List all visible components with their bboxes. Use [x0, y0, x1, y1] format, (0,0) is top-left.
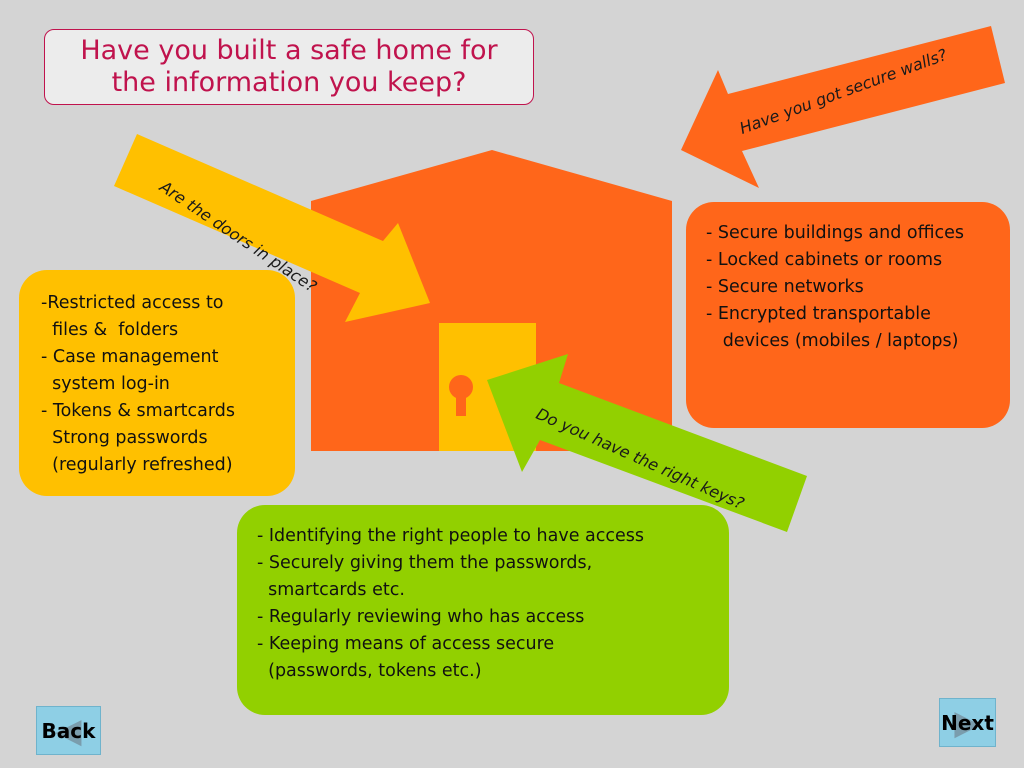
physical-security-panel: - Secure buildings and offices - Locked … [686, 202, 1010, 428]
walls-arrow [681, 26, 1005, 188]
panel-line: (passwords, tokens etc.) [257, 661, 482, 681]
panel-line: - Identifying the right people to have a… [257, 526, 645, 546]
panel-line: smartcards etc. [257, 580, 405, 600]
back-button[interactable]: ◀ Back [36, 706, 101, 755]
next-arrow-icon: ▶ [954, 702, 981, 743]
title-line-2: the information you keep? [111, 67, 467, 98]
panel-line: Strong passwords [41, 428, 208, 448]
key-management-panel: - Identifying the right people to have a… [237, 505, 729, 715]
panel-line: - Locked cabinets or rooms [706, 250, 943, 270]
title-box: Have you built a safe home for the infor… [44, 29, 534, 105]
title-line-1: Have you built a safe home for [80, 35, 498, 66]
panel-line: files & folders [41, 320, 179, 340]
keyhole-icon [449, 375, 473, 416]
panel-line: - Keeping means of access secure [257, 634, 555, 654]
access-controls-panel: -Restricted access to files & folders - … [19, 270, 295, 496]
panel-line: - Encrypted transportable [706, 304, 931, 324]
panel-line: - Secure networks [706, 277, 864, 297]
keys-arrow [487, 354, 807, 532]
back-arrow-icon: ◀ [55, 710, 82, 751]
panel-line: - Case management [41, 347, 219, 367]
next-button-label: Next [941, 710, 994, 735]
house-roof [311, 150, 672, 201]
panel-line: system log-in [41, 374, 170, 394]
panel-line: -Restricted access to [41, 293, 224, 313]
panel-line: - Tokens & smartcards [41, 401, 235, 421]
back-button-label: Back [41, 718, 96, 743]
panel-line: - Securely giving them the passwords, [257, 553, 593, 573]
next-button[interactable]: ▶ Next [939, 698, 996, 747]
panel-line: - Regularly reviewing who has access [257, 607, 585, 627]
panel-line: - Secure buildings and offices [706, 223, 964, 243]
panel-line: (regularly refreshed) [41, 455, 233, 475]
doors-arrow [114, 134, 430, 322]
panel-line: devices (mobiles / laptops) [706, 331, 959, 351]
